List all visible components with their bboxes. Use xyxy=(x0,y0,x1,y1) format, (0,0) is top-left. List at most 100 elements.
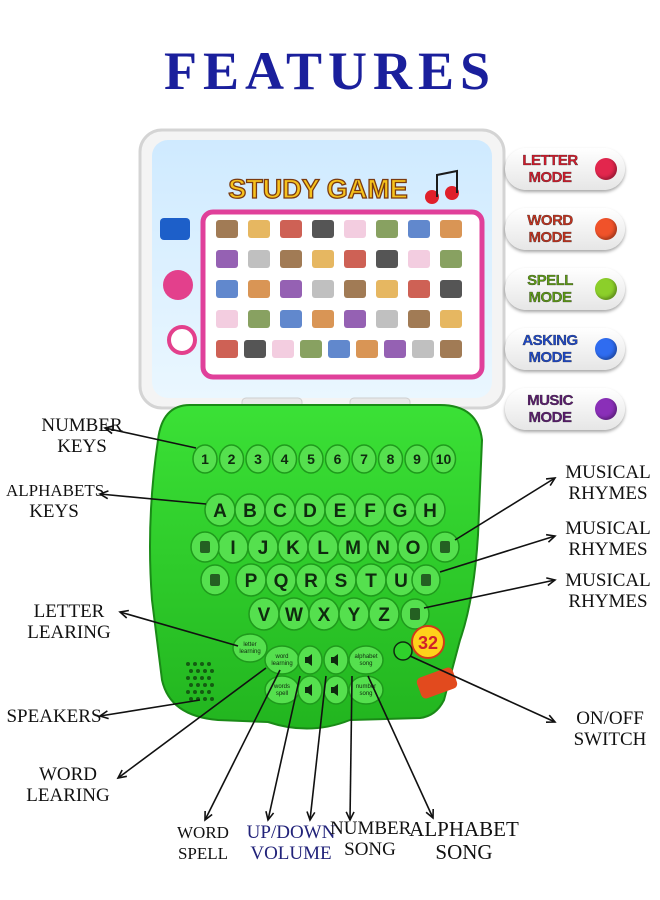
power-icon xyxy=(393,641,413,661)
thumbnail-picture xyxy=(216,280,238,298)
letter-key-label: M xyxy=(345,538,361,559)
number-key-label: 7 xyxy=(360,451,368,467)
number-key xyxy=(218,444,245,474)
speaker-hole xyxy=(196,683,200,687)
speaker-hole xyxy=(210,669,214,673)
function-key-label: number xyxy=(356,684,376,690)
letter-key-label: A xyxy=(213,501,227,522)
arrow-head xyxy=(425,808,434,820)
letter-key-label: X xyxy=(318,605,331,626)
letter-key-label: E xyxy=(334,501,347,522)
number-key-label: 1 xyxy=(201,451,209,467)
thumbnail-picture xyxy=(312,280,334,298)
thumbnail-picture xyxy=(376,310,398,328)
thumbnail-picture xyxy=(344,250,366,268)
speaker-hole xyxy=(200,690,204,694)
lid: STUDY GAME xyxy=(138,128,506,417)
picture-grid xyxy=(216,220,462,358)
letter-key-label: P xyxy=(245,571,258,592)
speaker-hole xyxy=(200,676,204,680)
mode-button-label: LETTER MODE xyxy=(522,152,578,186)
speaker-hole xyxy=(203,669,207,673)
callout-line xyxy=(267,675,301,821)
thumbnail-picture xyxy=(408,310,430,328)
thumbnail-picture xyxy=(356,340,378,358)
thumbnail-picture xyxy=(312,250,334,268)
letter-key-label: N xyxy=(376,538,390,559)
speaker-hole xyxy=(193,676,197,680)
speaker-volume-icon xyxy=(305,654,312,666)
thumbnail-picture xyxy=(244,340,266,358)
mode-button-music-mode[interactable]: MUSIC MODE xyxy=(505,388,625,430)
thumbnail-picture xyxy=(376,280,398,298)
letter-key-label: Y xyxy=(348,605,361,626)
mode-button-word-mode[interactable]: WORD MODE xyxy=(505,208,625,250)
speaker-volume-icon xyxy=(331,684,338,696)
mode-play-icon[interactable] xyxy=(595,218,617,240)
thumbnail-picture xyxy=(328,340,350,358)
number-key xyxy=(298,444,324,474)
function-key-label: learning xyxy=(271,661,292,667)
function-key xyxy=(232,633,268,663)
speaker-hole xyxy=(186,662,190,666)
mode-play-icon[interactable] xyxy=(595,398,617,420)
thumbnail-picture xyxy=(216,340,238,358)
thumbnail-picture xyxy=(440,340,462,358)
thumbnail-picture xyxy=(280,250,302,268)
mode-button-label: MUSIC MODE xyxy=(527,392,574,426)
mode-play-icon[interactable] xyxy=(595,158,617,180)
thumbnail-picture xyxy=(408,250,430,268)
thumbnail-picture xyxy=(344,280,366,298)
speaker-hole xyxy=(207,690,211,694)
thumbnail-picture xyxy=(440,310,462,328)
thumbnail-picture xyxy=(412,340,434,358)
mode-button-letter-mode[interactable]: LETTER MODE xyxy=(505,148,625,190)
speaker-hole xyxy=(210,683,214,687)
number-key xyxy=(377,444,404,474)
thumbnail-picture xyxy=(280,310,302,328)
callout-line xyxy=(439,535,556,573)
function-key-label: song xyxy=(359,691,372,697)
mode-button-spell-mode[interactable]: SPELL MODE xyxy=(505,268,625,310)
thumbnail-picture xyxy=(376,250,398,268)
music-notes-icon xyxy=(425,169,459,204)
callout-line xyxy=(117,667,267,779)
thumbnail-picture xyxy=(216,220,238,238)
thumbnail-picture xyxy=(216,310,238,328)
callout-line xyxy=(99,493,207,505)
letter-key-label: G xyxy=(393,501,408,522)
callout-line xyxy=(309,675,327,821)
letter-key-label: F xyxy=(364,501,376,522)
thumbnail-picture xyxy=(248,250,270,268)
lid-button-2 xyxy=(163,270,193,300)
mode-play-icon[interactable] xyxy=(595,338,617,360)
number-key-label: 3 xyxy=(254,451,262,467)
thumbnail-picture xyxy=(300,340,322,358)
screen-brand: STUDY GAME xyxy=(228,174,408,204)
thumbnail-picture xyxy=(408,280,430,298)
function-key-label: words xyxy=(273,684,290,690)
letter-key-label: J xyxy=(258,538,269,559)
function-key-label: word xyxy=(274,654,288,660)
letter-key-label: D xyxy=(303,501,317,522)
mode-play-icon[interactable] xyxy=(595,278,617,300)
number-key xyxy=(271,444,298,474)
letter-key-label: L xyxy=(317,538,329,559)
speaker-hole xyxy=(207,676,211,680)
number-key-label: 8 xyxy=(387,451,395,467)
thumbnail-picture xyxy=(312,220,334,238)
function-key-label: alphabet xyxy=(354,654,377,660)
letter-key-label: C xyxy=(273,501,287,522)
badge-sticker: 32 xyxy=(411,625,458,699)
arrow-head xyxy=(118,609,130,619)
number-key-label: 9 xyxy=(413,451,421,467)
callout-line xyxy=(367,675,434,819)
mode-button-asking-mode[interactable]: ASKING MODE xyxy=(505,328,625,370)
callout-line xyxy=(454,477,556,541)
speaker-hole xyxy=(189,669,193,673)
